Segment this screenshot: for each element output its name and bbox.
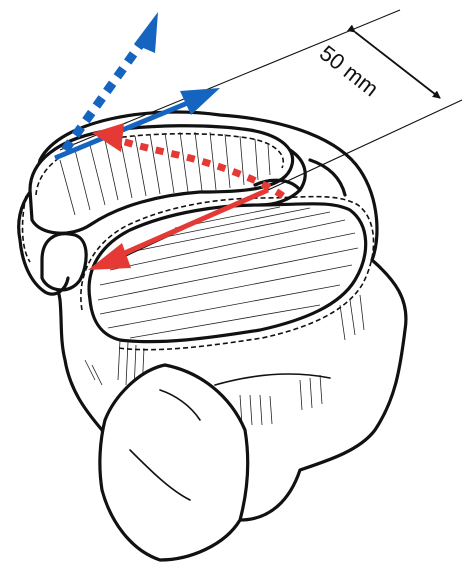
dimension-label: 50 mm	[315, 40, 383, 101]
